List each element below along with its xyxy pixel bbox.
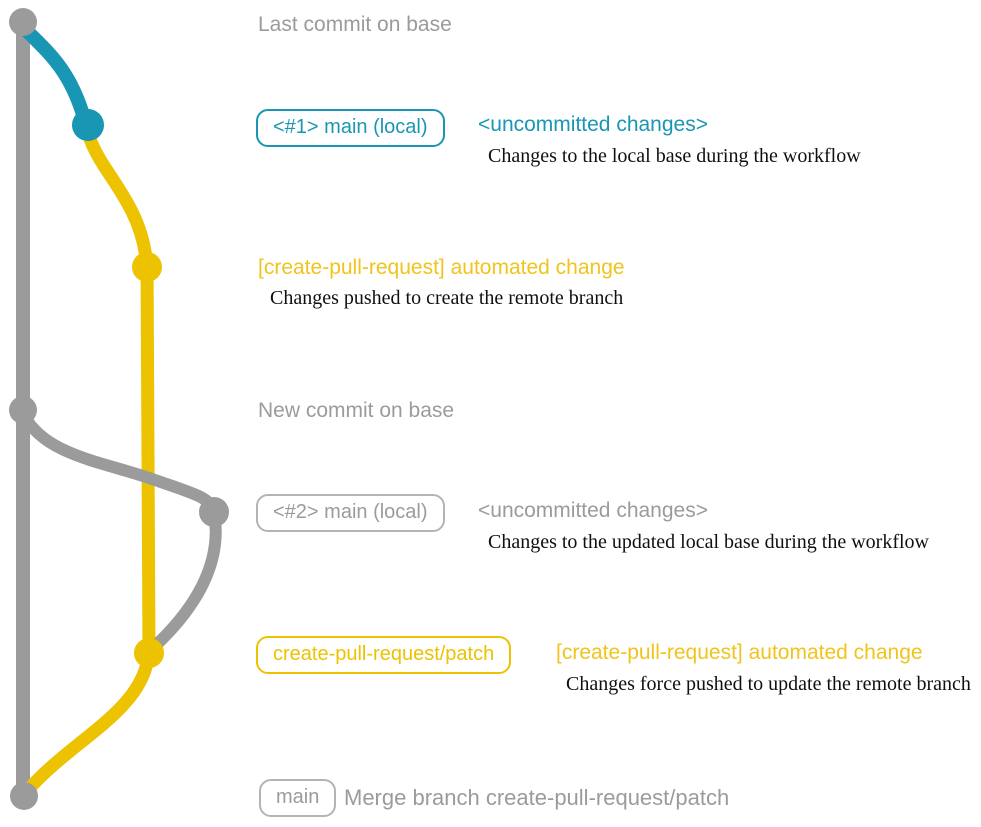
commit-dot-local-2 — [199, 497, 229, 527]
uncommitted-changes-title-2: <uncommitted changes> — [478, 499, 708, 522]
automated-change-title-1: [create-pull-request] automated change — [258, 256, 625, 279]
new-commit-label: New commit on base — [258, 399, 455, 422]
patch-branch-line — [140, 255, 156, 657]
commit-dot-last-base — [9, 8, 37, 36]
last-commit-label: Last commit on base — [258, 13, 452, 36]
local-branch-curve-2 — [18, 409, 220, 516]
branch-badge-patch: create-pull-request/patch — [256, 636, 512, 674]
patch-branch-curve-1 — [82, 129, 153, 265]
commit-dot-merge — [10, 782, 38, 810]
branch-badge-main-local-1: <#1> main (local) — [256, 109, 445, 147]
automated-change-title-2: [create-pull-request] automated change — [556, 641, 923, 664]
commit-dot-automated-1 — [132, 252, 162, 282]
uncommitted-changes-desc-2: Changes to the updated local base during… — [488, 531, 929, 553]
merge-commit-label: Merge branch create-pull-request/patch — [344, 785, 730, 810]
local-rebase-curve — [147, 506, 222, 654]
uncommitted-changes-desc-1: Changes to the local base during the wor… — [488, 145, 861, 167]
commit-dot-automated-2 — [134, 638, 164, 668]
patch-merge-curve — [21, 651, 155, 797]
local-branch-curve-1 — [19, 23, 91, 125]
commit-dot-new-base — [9, 396, 37, 424]
uncommitted-changes-title-1: <uncommitted changes> — [478, 113, 708, 136]
automated-change-desc-1: Changes pushed to create the remote bran… — [270, 287, 624, 309]
branch-badge-main: main — [259, 779, 337, 817]
branch-badge-main-local-2: <#2> main (local) — [256, 494, 445, 532]
commit-dot-local-1 — [72, 109, 104, 141]
automated-change-desc-2: Changes force pushed to update the remot… — [566, 673, 971, 695]
